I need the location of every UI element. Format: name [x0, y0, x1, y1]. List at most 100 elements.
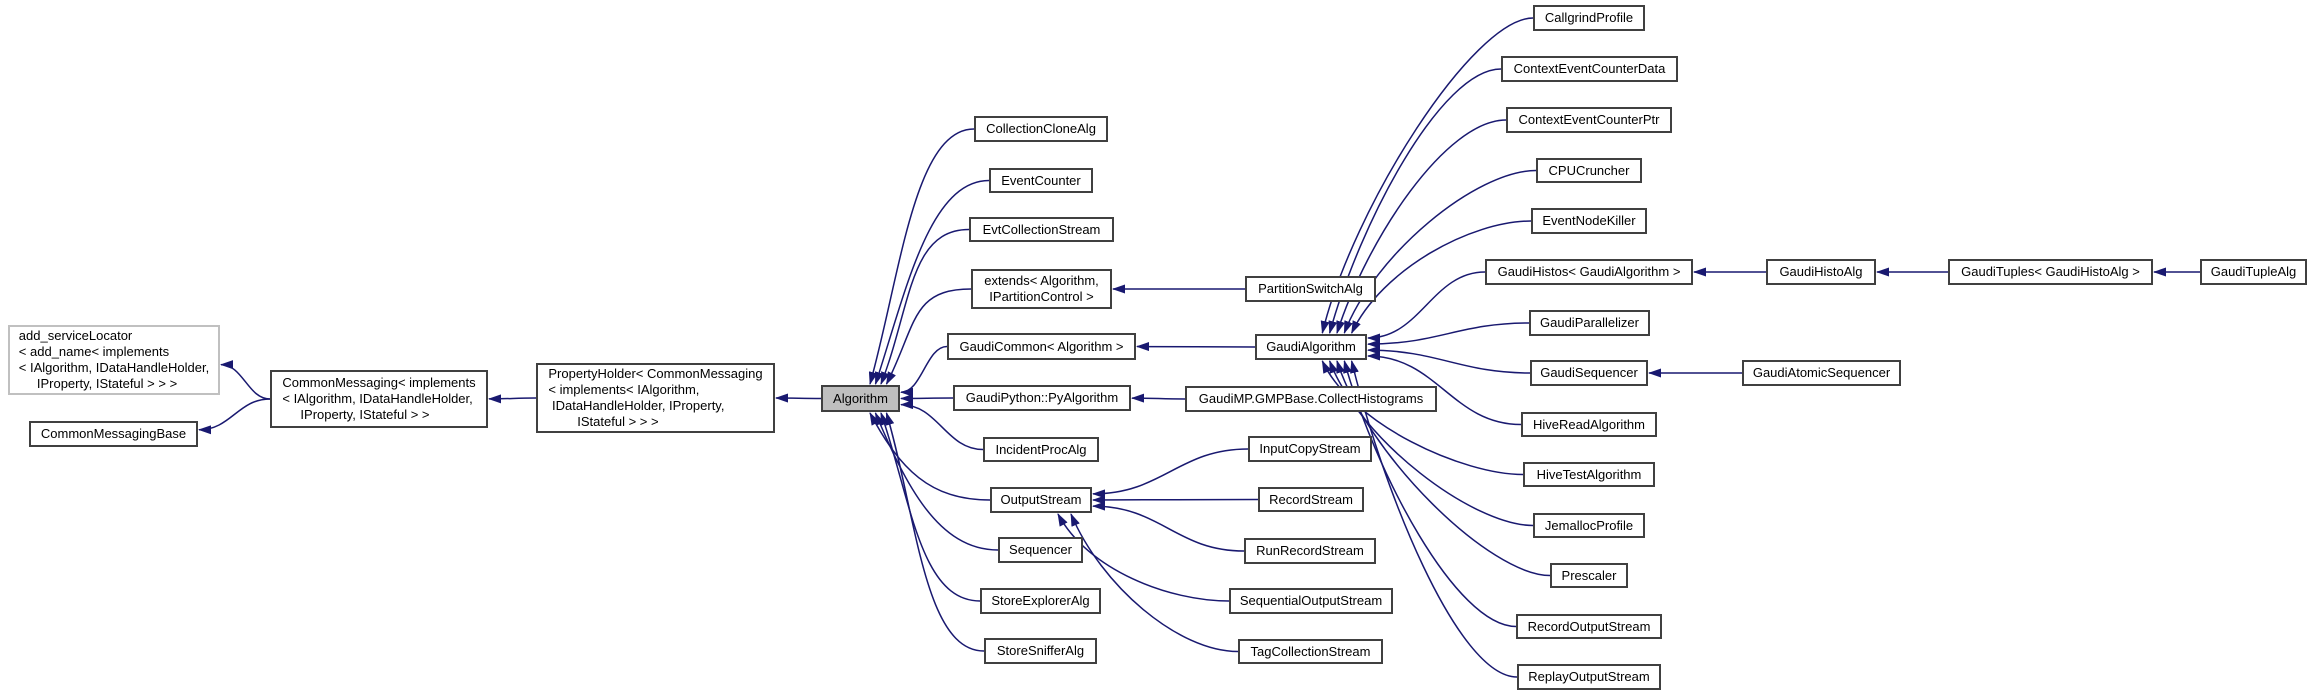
- node-label: ReplayOutputStream: [1528, 669, 1650, 684]
- node-gaudi_mp_collect_histograms[interactable]: GaudiMP.GMPBase.CollectHistograms: [1185, 386, 1437, 412]
- inheritance-edge: [900, 400, 984, 451]
- node-algorithm[interactable]: Algorithm: [821, 385, 900, 412]
- node-label: GaudiCommon< Algorithm >: [959, 338, 1124, 354]
- node-input_copy_stream[interactable]: InputCopyStream: [1248, 436, 1372, 462]
- node-gaudi_sequencer[interactable]: GaudiSequencer: [1530, 360, 1648, 386]
- inheritance-edge: [1367, 345, 1531, 374]
- node-replay_output_stream[interactable]: ReplayOutputStream: [1517, 664, 1661, 690]
- node-run_record_stream[interactable]: RunRecordStream: [1244, 538, 1376, 564]
- node-record_stream[interactable]: RecordStream: [1258, 487, 1364, 512]
- node-label: RecordStream: [1269, 491, 1353, 507]
- node-hive_test_algorithm[interactable]: HiveTestAlgorithm: [1523, 462, 1655, 487]
- node-label: GaudiPython::PyAlgorithm: [965, 390, 1119, 405]
- node-gaudi_tuples[interactable]: GaudiTuples< GaudiHistoAlg >: [1948, 259, 2153, 285]
- node-evt_collection_stream[interactable]: EvtCollectionStream: [969, 217, 1114, 242]
- inheritance-edge: [885, 288, 972, 385]
- node-add_service_locator[interactable]: add_serviceLocator < add_name< implement…: [8, 325, 220, 395]
- node-context_event_counter_data[interactable]: ContextEventCounterData: [1501, 56, 1678, 82]
- node-context_event_counter_ptr[interactable]: ContextEventCounterPtr: [1506, 107, 1672, 133]
- node-label: add_serviceLocator < add_name< implement…: [18, 328, 210, 391]
- node-label: SequentialOutputStream: [1239, 593, 1383, 608]
- node-gaudi_parallelizer[interactable]: GaudiParallelizer: [1529, 310, 1650, 336]
- node-gaudi_common[interactable]: GaudiCommon< Algorithm >: [947, 333, 1136, 360]
- node-label: TagCollectionStream: [1250, 643, 1371, 659]
- node-common_messaging_base[interactable]: CommonMessagingBase: [29, 421, 198, 447]
- node-label: OutputStream: [1000, 492, 1082, 507]
- node-gaudi_tuple_alg[interactable]: GaudiTupleAlg: [2200, 259, 2307, 285]
- node-event_counter[interactable]: EventCounter: [989, 168, 1093, 193]
- inheritance-edge: [1092, 501, 1245, 552]
- node-store_sniffer_alg[interactable]: StoreSnifferAlg: [984, 638, 1097, 664]
- node-label: ContextEventCounterPtr: [1518, 112, 1660, 127]
- inheritance-edge: [198, 398, 271, 435]
- node-label: CommonMessagingBase: [40, 426, 187, 441]
- node-gaudi_histo_alg[interactable]: GaudiHistoAlg: [1766, 259, 1876, 285]
- node-label: PartitionSwitchAlg: [1258, 281, 1363, 296]
- node-label: RunRecordStream: [1256, 543, 1364, 558]
- node-output_stream[interactable]: OutputStream: [990, 487, 1092, 513]
- inheritance-edge: [1131, 393, 1186, 403]
- inheritance-edge: [869, 412, 991, 501]
- node-label: HiveReadAlgorithm: [1533, 416, 1645, 432]
- inheritance-edge: [1321, 360, 1524, 476]
- node-label: extends< Algorithm, IPartitionControl >: [984, 273, 1099, 304]
- inheritance-edge: [874, 179, 990, 385]
- node-common_messaging[interactable]: CommonMessaging< implements < IAlgorithm…: [270, 370, 488, 428]
- edge-paths: [198, 17, 2200, 678]
- node-label: RecordOutputStream: [1527, 618, 1651, 634]
- inheritance-edge: [1070, 513, 1239, 653]
- node-label: GaudiMP.GMPBase.CollectHistograms: [1198, 391, 1424, 406]
- node-extends_partition[interactable]: extends< Algorithm, IPartitionControl >: [971, 269, 1112, 309]
- inheritance-edge: [1367, 271, 1486, 343]
- node-cpu_cruncher[interactable]: CPUCruncher: [1536, 158, 1642, 183]
- node-incident_proc_alg[interactable]: IncidentProcAlg: [983, 437, 1099, 462]
- node-label: EventNodeKiller: [1542, 213, 1636, 228]
- node-label: StoreExplorerAlg: [991, 593, 1090, 608]
- node-sequencer[interactable]: Sequencer: [998, 537, 1083, 563]
- node-tag_collection_stream[interactable]: TagCollectionStream: [1238, 639, 1383, 664]
- node-label: IncidentProcAlg: [995, 441, 1087, 457]
- node-gaudi_python_py_algorithm[interactable]: GaudiPython::PyAlgorithm: [953, 385, 1131, 411]
- node-label: EventCounter: [1001, 172, 1081, 188]
- node-label: EvtCollectionStream: [982, 221, 1101, 237]
- node-callgrind_profile[interactable]: CallgrindProfile: [1533, 5, 1645, 31]
- node-label: HiveTestAlgorithm: [1536, 466, 1642, 482]
- node-label: PropertyHolder< CommonMessaging < implem…: [548, 366, 763, 429]
- node-label: GaudiHistos< GaudiAlgorithm >: [1497, 264, 1681, 279]
- node-label: StoreSnifferAlg: [996, 643, 1085, 658]
- node-label: GaudiTuples< GaudiHistoAlg >: [1961, 264, 2140, 279]
- node-label: CommonMessaging< implements < IAlgorithm…: [282, 375, 476, 422]
- node-label: Prescaler: [1561, 567, 1617, 583]
- inheritance-edge: [885, 412, 985, 652]
- inheritance-edge: [900, 345, 948, 397]
- inheritance-edge: [1092, 448, 1249, 499]
- node-label: GaudiSequencer: [1540, 365, 1638, 380]
- node-event_node_killer[interactable]: EventNodeKiller: [1531, 208, 1647, 234]
- node-prescaler[interactable]: Prescaler: [1550, 563, 1628, 588]
- node-record_output_stream[interactable]: RecordOutputStream: [1516, 614, 1662, 639]
- node-label: Sequencer: [1009, 542, 1072, 557]
- node-gaudi_algorithm[interactable]: GaudiAlgorithm: [1255, 334, 1367, 360]
- node-label: JemallocProfile: [1544, 517, 1634, 533]
- node-gaudi_atomic_sequencer[interactable]: GaudiAtomicSequencer: [1742, 360, 1901, 386]
- node-sequential_output_stream[interactable]: SequentialOutputStream: [1229, 588, 1393, 614]
- node-property_holder[interactable]: PropertyHolder< CommonMessaging < implem…: [536, 363, 775, 433]
- node-collection_clone_alg[interactable]: CollectionCloneAlg: [974, 116, 1108, 142]
- inheritance-edge: [488, 394, 537, 404]
- node-label: GaudiTupleAlg: [2210, 264, 2297, 279]
- node-label: GaudiAtomicSequencer: [1752, 365, 1891, 380]
- node-store_explorer_alg[interactable]: StoreExplorerAlg: [980, 588, 1101, 614]
- node-gaudi_histos[interactable]: GaudiHistos< GaudiAlgorithm >: [1485, 259, 1693, 285]
- node-jemalloc_profile[interactable]: JemallocProfile: [1533, 513, 1645, 538]
- inheritance-edge: [880, 228, 970, 385]
- node-hive_read_algorithm[interactable]: HiveReadAlgorithm: [1521, 412, 1657, 437]
- node-partition_switch_alg[interactable]: PartitionSwitchAlg: [1245, 276, 1376, 302]
- node-label: GaudiHistoAlg: [1779, 264, 1863, 279]
- inheritance-edge: [1367, 351, 1522, 426]
- node-label: CallgrindProfile: [1544, 10, 1634, 25]
- node-label: GaudiAlgorithm: [1266, 339, 1356, 354]
- inheritance-edge: [880, 412, 981, 602]
- node-label: Algorithm: [833, 390, 888, 406]
